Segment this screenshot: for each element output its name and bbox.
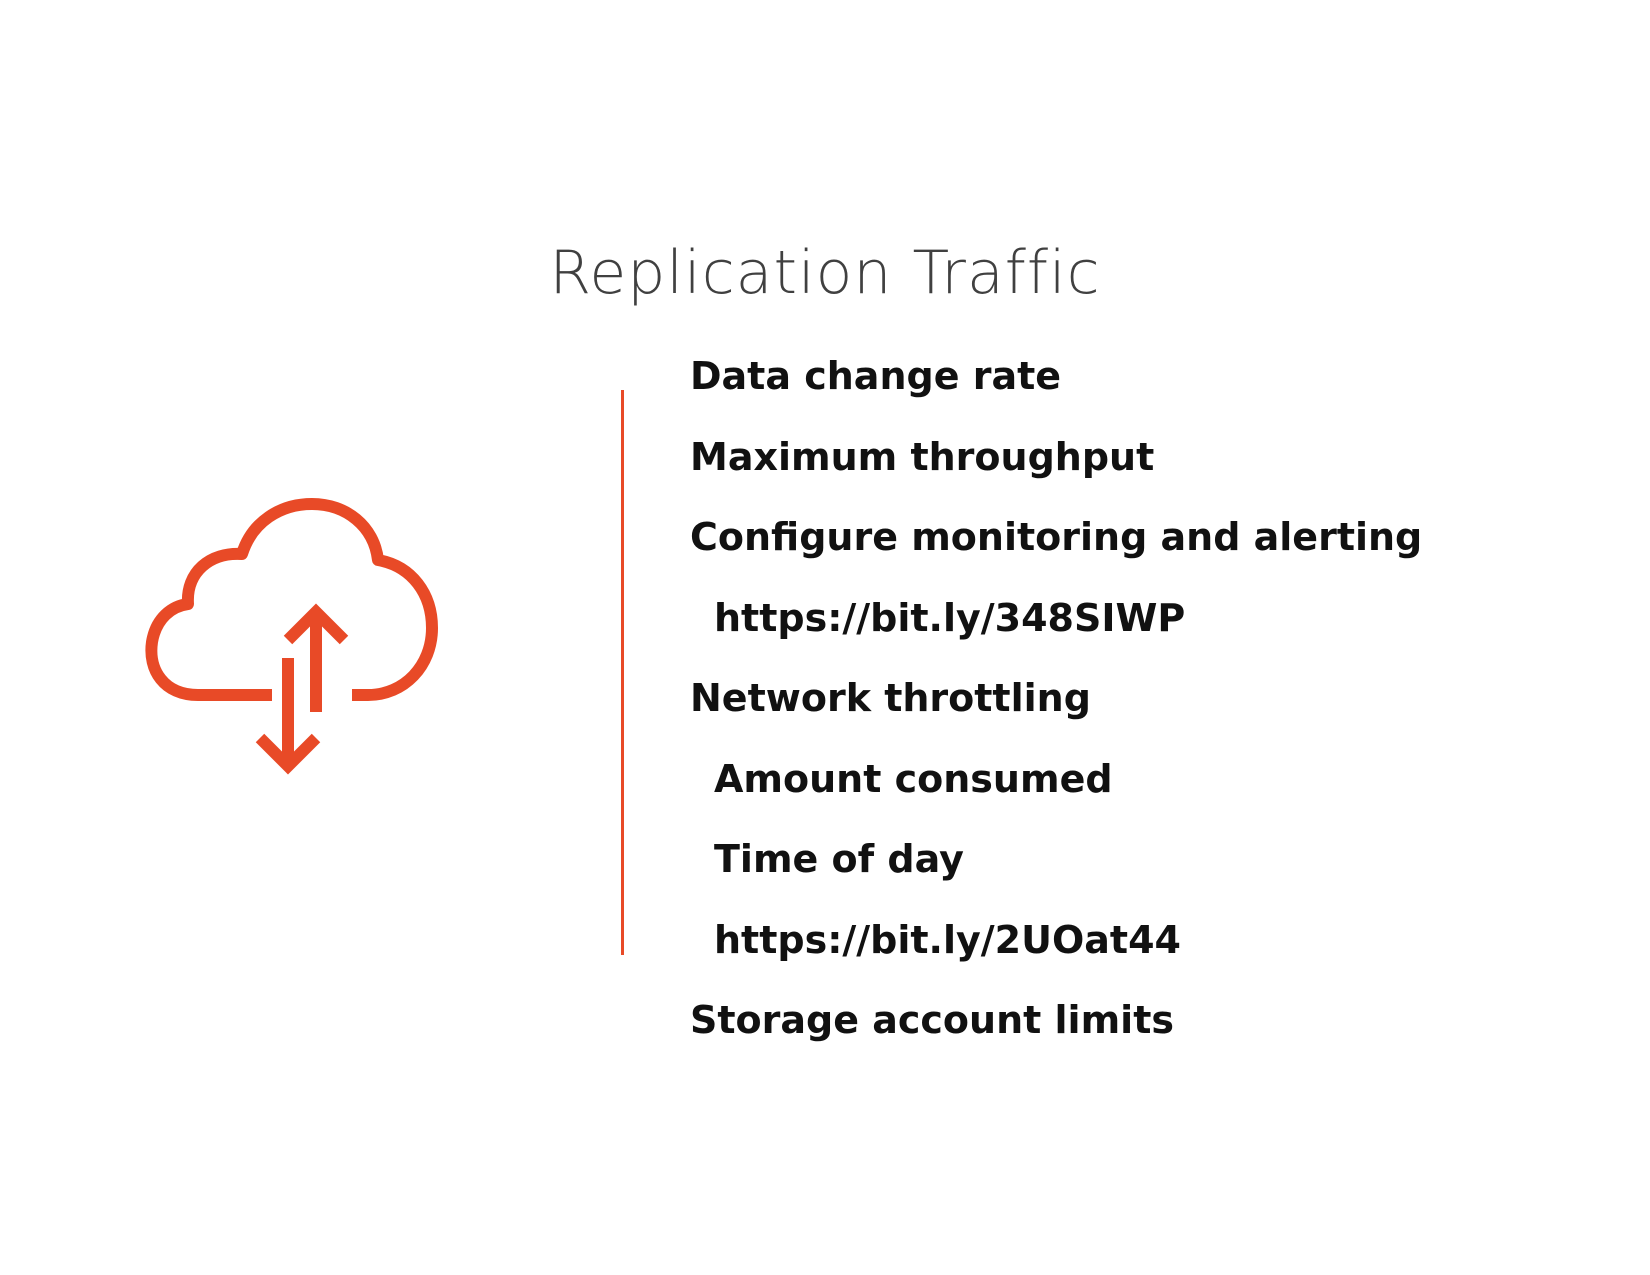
list-item: Configure monitoring and alerting [690, 515, 1423, 559]
sub-list-item: Time of day [714, 837, 964, 881]
cloud-upload-download-icon [140, 490, 480, 820]
slide-title: Replication Traffic [549, 238, 1101, 308]
list-item: Network throttling [690, 676, 1091, 720]
list-item: Data change rate [690, 354, 1062, 398]
sub-list-item: https://bit.ly/348SIWP [714, 595, 1186, 640]
vertical-divider [621, 390, 624, 955]
sub-list-item: Amount consumed [714, 756, 1113, 801]
sub-list-item: https://bit.ly/2UOat44 [714, 917, 1181, 962]
list-item: Storage account limits [690, 998, 1174, 1042]
list-item: Maximum throughput [690, 434, 1155, 479]
